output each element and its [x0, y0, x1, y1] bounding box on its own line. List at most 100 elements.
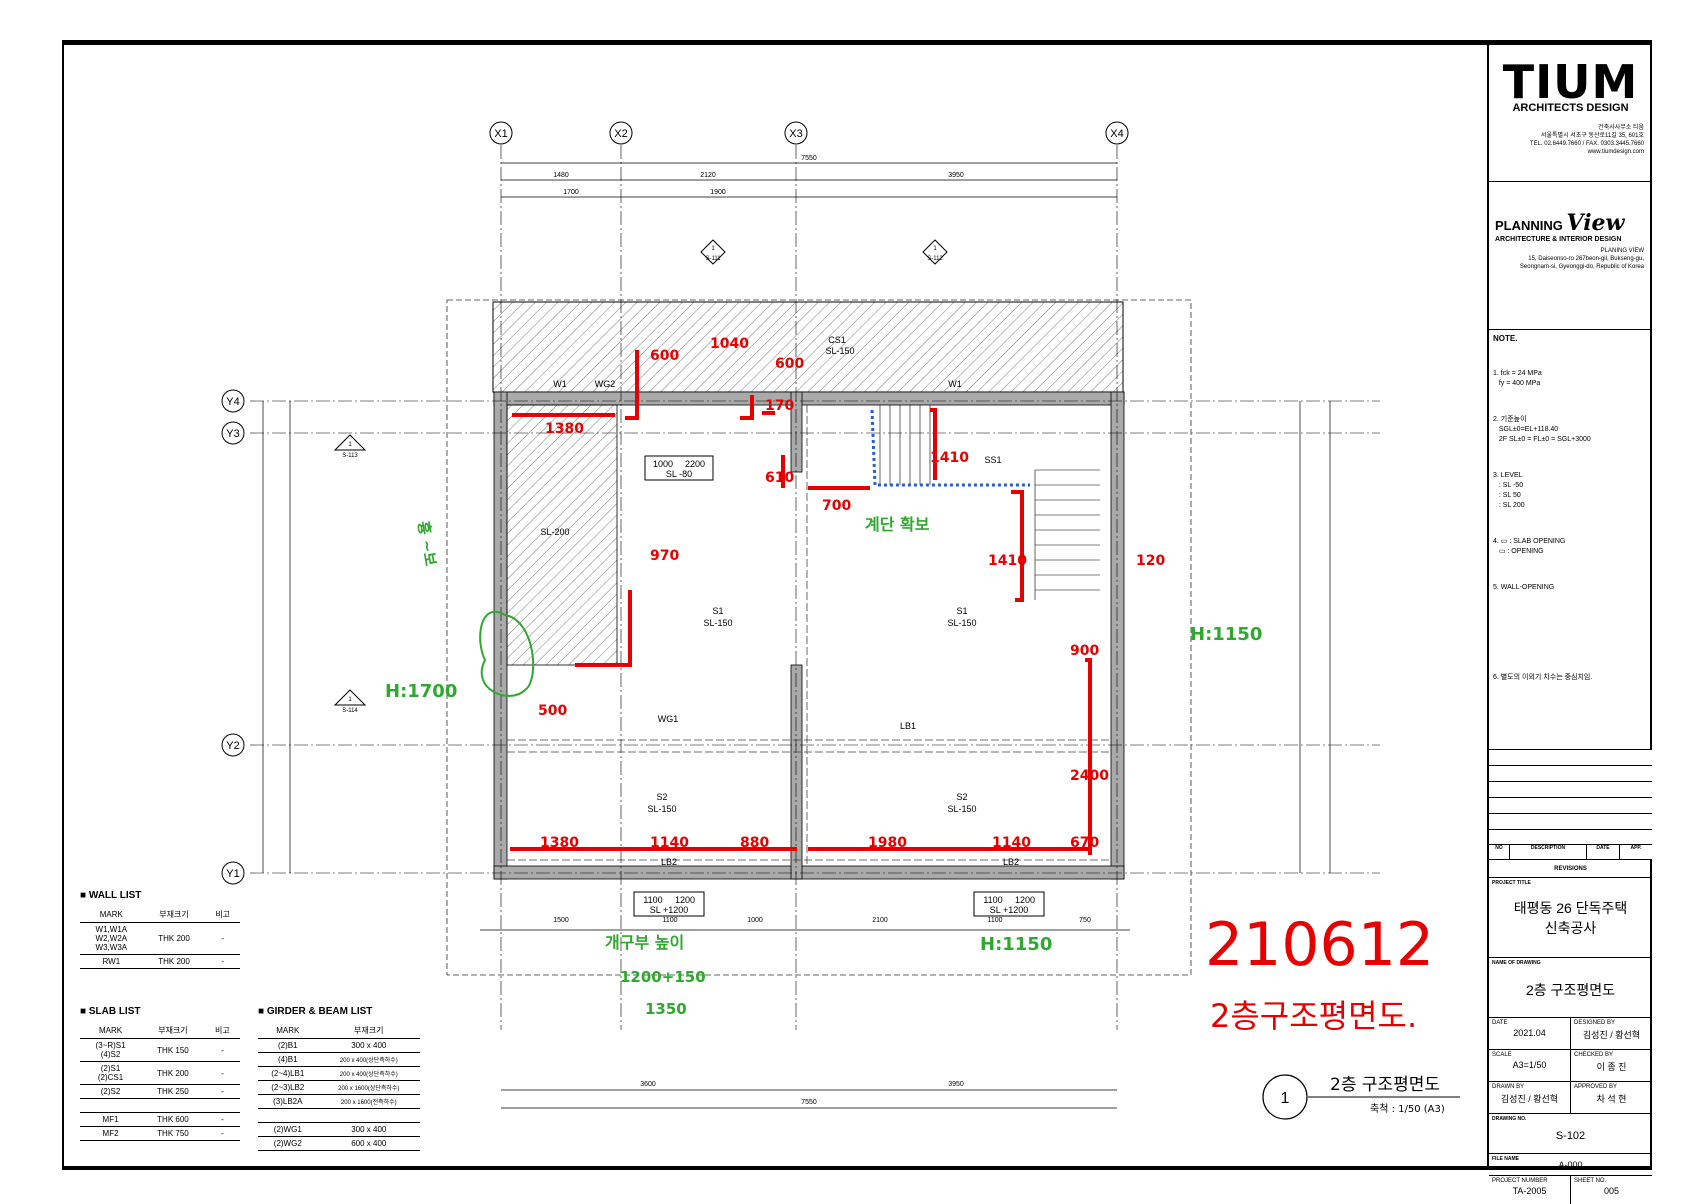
pv-name: PLANNING	[1495, 218, 1563, 233]
svg-text:1: 1	[711, 246, 715, 252]
grid-y2: Y2	[226, 740, 239, 752]
walls	[493, 391, 1125, 880]
label-s1-b: S1	[956, 606, 967, 616]
dim-bot-3: 1000	[747, 917, 763, 924]
red-note-900: 900	[1070, 643, 1099, 659]
label-cs1-sl: SL-150	[825, 346, 854, 356]
dim-bot-b1: 3600	[640, 1081, 656, 1088]
red-note-600a: 600	[650, 348, 679, 364]
red-note-1140a: 1140	[650, 835, 689, 851]
grid-y3: Y3	[226, 428, 239, 440]
svg-text:1100: 1100	[983, 895, 1002, 905]
plan-labels: W1 WG2 W1 WG1 LB1 CS1 SL-150 SS1 S1 SL-1…	[540, 335, 1019, 867]
notes-body: 1. fck = 24 MPa fy = 400 MPa 2. 기준높이 SGL…	[1493, 370, 1593, 681]
grid-x3: X3	[789, 128, 802, 140]
project-title: 태평동 26 단독주택 신축공사	[1513, 900, 1628, 936]
green-note-h1700: H:1700	[385, 681, 457, 702]
red-notes: 600 1040 600 1380 170 610 700 1410 970 1…	[538, 336, 1165, 851]
svg-text:1: 1	[933, 246, 937, 252]
dim-bot-b2: 3950	[948, 1081, 964, 1088]
tb-project-title: PROJECT TITLE 태평동 26 단독주택 신축공사	[1489, 878, 1652, 958]
blue-dotted-markup	[870, 409, 1030, 487]
dim-top-a1: 1480	[553, 172, 569, 179]
svg-text:1: 1	[348, 697, 352, 703]
label-s1-a: S1	[712, 606, 723, 616]
label-w1-a: W1	[553, 379, 567, 389]
green-note-sum: 1200+150	[620, 968, 706, 986]
red-note-120: 120	[1136, 553, 1165, 569]
svg-text:1200: 1200	[1015, 895, 1035, 905]
grid-y4: Y4	[226, 396, 239, 408]
drawing-title: 2층 구조평면도	[1330, 1075, 1440, 1095]
label-lb2-a: LB2	[661, 857, 677, 867]
dimension-text: 7550 1480 2120 3950 1700 1900 1500 1100 …	[553, 155, 1091, 1106]
red-note-1410b: 1410	[988, 553, 1027, 569]
dim-bot-5: 1100	[987, 917, 1002, 924]
red-note-880: 880	[740, 835, 769, 851]
label-s2-b: S2	[956, 792, 967, 802]
label-w1-b: W1	[948, 379, 962, 389]
beam-list-title: GIRDER & BEAM LIST	[258, 1006, 420, 1017]
label-cs1: CS1	[828, 335, 846, 345]
drawing-scale: 축척 : 1/50 (A3)	[1370, 1103, 1445, 1115]
green-note-h1150b: H:1150	[980, 934, 1052, 955]
grid-x4: X4	[1110, 128, 1123, 140]
svg-text:2200: 2200	[685, 459, 705, 469]
firm-logo: TIUM	[1502, 55, 1639, 109]
green-note-stair: 계단 확보	[865, 515, 930, 534]
label-s1-a-sl: SL-150	[703, 618, 732, 628]
section-markers: 1 S-111 1 S-112 1 S-113 1 S-114	[333, 239, 948, 714]
label-sl200: SL-200	[540, 527, 569, 537]
red-note-1140b: 1140	[992, 835, 1031, 851]
svg-text:S-112: S-112	[927, 256, 943, 262]
tb-planning-view: PLANNING View ARCHITECTURE & INTERIOR DE…	[1489, 210, 1652, 330]
label-s2-a: S2	[656, 792, 667, 802]
label-wg1: WG1	[658, 714, 679, 724]
drawing-name: 2층 구조평면도	[1526, 982, 1615, 998]
tb-drawing-no: DRAWING NO. S-102	[1489, 1114, 1652, 1154]
red-note-1380b: 1380	[540, 835, 579, 851]
handwritten-subtitle: 2층구조평면도.	[1210, 997, 1417, 1035]
dim-top-b1: 1700	[563, 189, 579, 196]
green-note-rebar: 흉 ~보	[414, 520, 440, 568]
label-ss1: SS1	[984, 455, 1001, 465]
drawing-number: 1	[1281, 1090, 1290, 1107]
svg-text:1: 1	[348, 442, 352, 448]
red-note-600b: 600	[775, 356, 804, 372]
red-note-1980: 1980	[868, 835, 907, 851]
green-note-opening-height: 개구부 높이	[605, 933, 684, 952]
stairs	[879, 405, 1100, 600]
svg-text:S-114: S-114	[342, 708, 358, 714]
dim-bot-4: 2100	[872, 917, 888, 924]
red-note-700: 700	[822, 498, 851, 514]
title-block: TIUM ARCHITECTS DESIGN 건축사사무소 티움 서울특별시 서…	[1487, 44, 1652, 1204]
svg-text:1000: 1000	[653, 459, 673, 469]
left-opening-hatch	[506, 404, 618, 666]
dim-top-b2: 1900	[710, 189, 726, 196]
red-markup-lines	[510, 350, 1092, 855]
dim-bot-6: 750	[1079, 917, 1091, 924]
tb-drawing-name: NAME OF DRAWING 2층 구조평면도	[1489, 958, 1652, 1018]
grid-x1: X1	[494, 128, 507, 140]
red-note-1410a: 1410	[930, 450, 969, 466]
pv-sub: ARCHITECTURE & INTERIOR DESIGN	[1495, 236, 1622, 243]
dim-bot-1: 1500	[553, 917, 569, 924]
grid-y1: Y1	[226, 868, 239, 880]
dimension-lines	[262, 162, 1331, 1109]
svg-text:1100: 1100	[643, 895, 662, 905]
red-note-1040: 1040	[710, 336, 749, 352]
grid-x2: X2	[614, 128, 627, 140]
label-s1-b-sl: SL-150	[947, 618, 976, 628]
structural-floor-plan: X1 X2 X3 X4 Y4 Y3 Y2 Y1 7550 1480 2120 3…	[221, 121, 1460, 1120]
dim-top-total: 7550	[801, 155, 817, 162]
green-notes: 흉 ~보 H:1700 H:1150 H:1150 개구부 높이 1200+15…	[385, 515, 1262, 1018]
